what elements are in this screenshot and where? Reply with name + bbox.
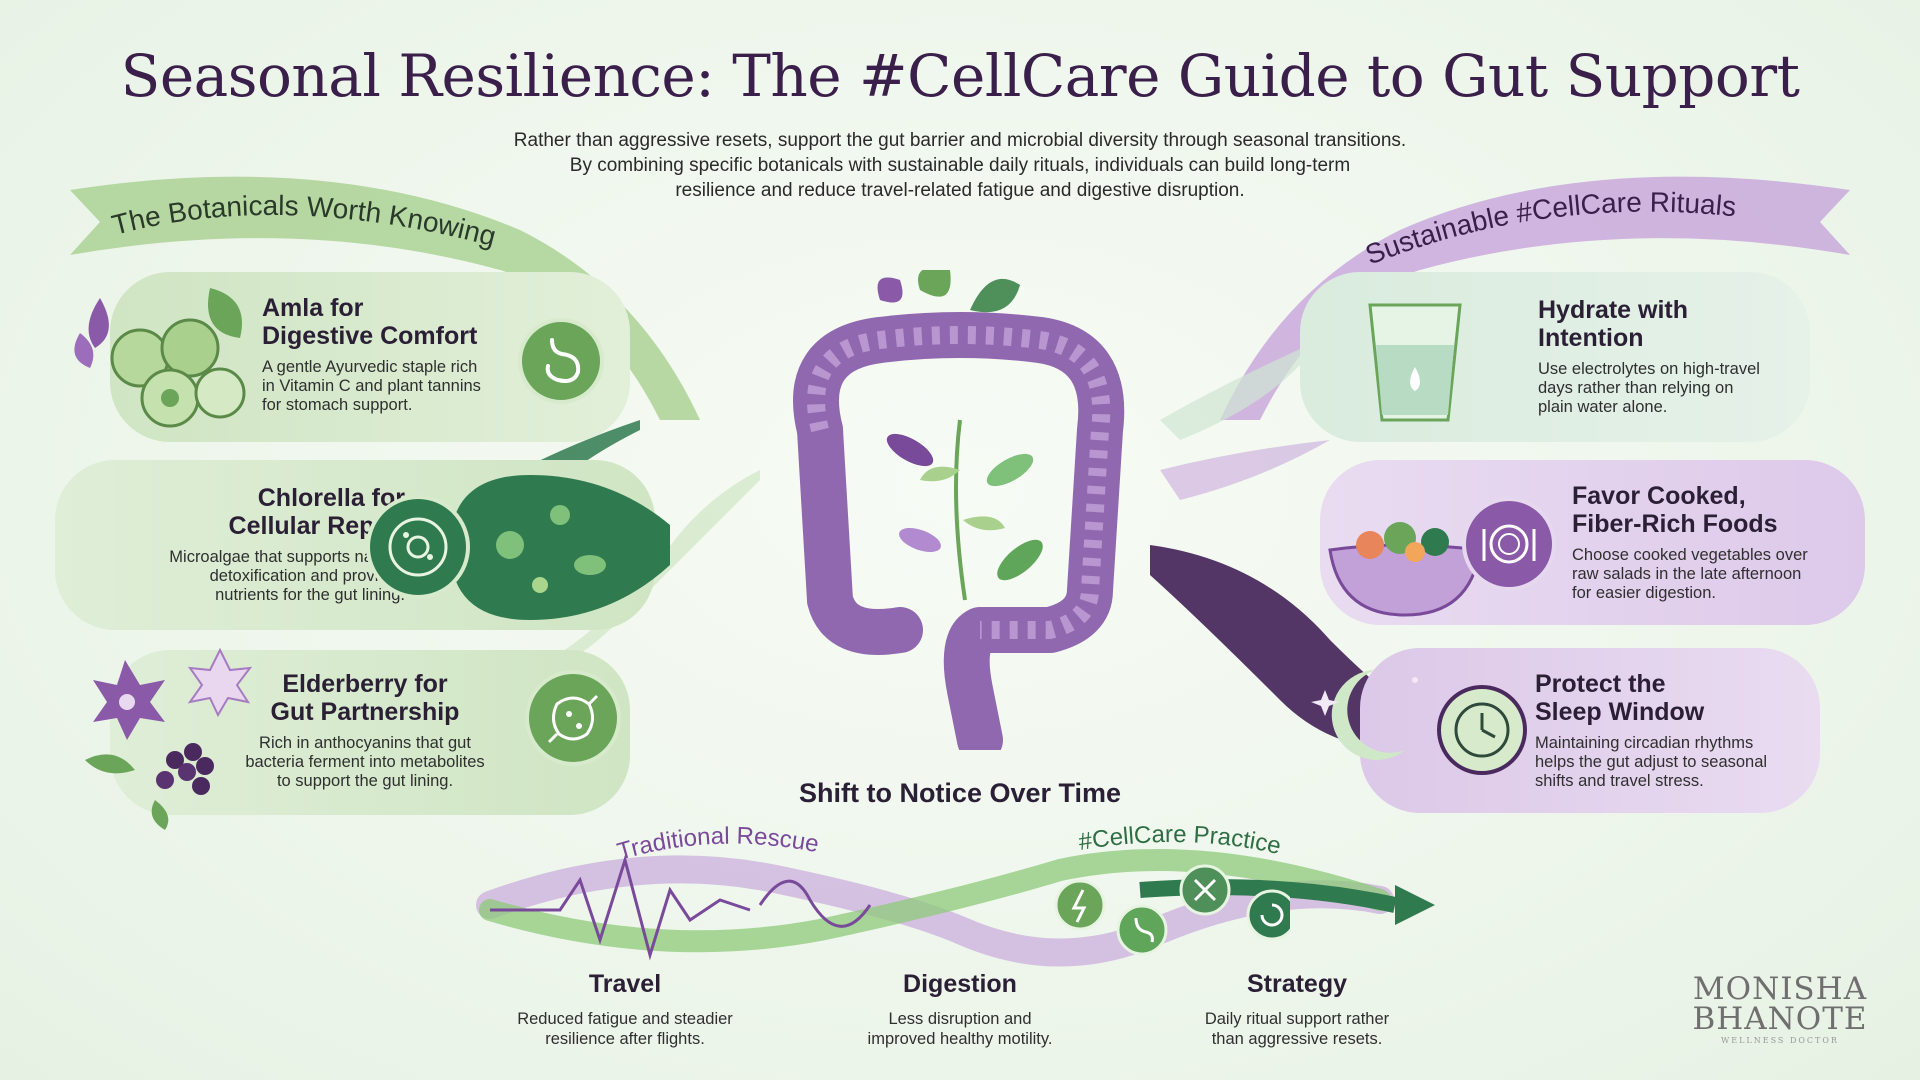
sleep-desc-1: Maintaining circadian rhythms xyxy=(1535,734,1754,752)
intro-line-1: Rather than aggressive resets, support t… xyxy=(513,130,1407,151)
microbe-icon xyxy=(525,670,621,766)
sleep-desc-2: helps the gut adjust to seasonal xyxy=(1535,753,1768,771)
sleep-desc-3: shifts and travel stress. xyxy=(1535,772,1704,790)
elderberry-illustration xyxy=(85,647,253,830)
traditional-rescue-label: Traditional Rescue xyxy=(614,823,821,866)
cooked-desc-2: raw salads in the late afternoon xyxy=(1572,565,1802,583)
right-banner: Sustainable #CellCare Rituals xyxy=(1361,187,1738,271)
outcome-travel-desc-1: Reduced fatigue and steadier xyxy=(517,1010,733,1028)
plate-icon xyxy=(1462,497,1556,591)
svg-text:The Botanicals Worth Knowing: The Botanicals Worth Knowing xyxy=(109,190,499,252)
page-title: Seasonal Resilience: The #CellCare Guide… xyxy=(120,42,1800,110)
brand-logo: MONISHA BHANOTE WELLNESS DOCTOR xyxy=(1690,971,1870,1046)
intro-text: Rather than aggressive resets, support t… xyxy=(420,128,1500,203)
clock-icon xyxy=(1437,685,1527,775)
hydrate-title-1: Hydrate with xyxy=(1538,296,1689,324)
outcome-strategy-title: Strategy xyxy=(1246,970,1348,998)
amla-desc-1: A gentle Ayurvedic staple rich xyxy=(262,358,478,376)
outcome-digestion: Digestion Less disruption and improved he… xyxy=(810,970,1110,1049)
chlorella-title-1: Chlorella for xyxy=(257,484,405,512)
outcome-strategy: Strategy Daily ritual support rather than… xyxy=(1147,970,1447,1049)
svg-text:Traditional Rescue: Traditional Rescue xyxy=(614,823,821,866)
outcome-digestion-title: Digestion xyxy=(903,970,1017,998)
outcome-travel-desc-2: resilience after flights. xyxy=(545,1030,705,1048)
elderberry-title-2: Gut Partnership xyxy=(270,698,460,726)
logo-line-2: BHANOTE xyxy=(1692,1001,1868,1037)
outcome-digestion-desc-2: improved healthy motility. xyxy=(867,1030,1053,1048)
cellcare-practice-label: #CellCare Practice xyxy=(1077,821,1284,860)
cell-icon xyxy=(366,495,470,599)
gut-illustration xyxy=(793,270,1125,750)
outcome-travel: Travel Reduced fatigue and steadier resil… xyxy=(475,970,775,1049)
cooked-title-2: Fiber-Rich Foods xyxy=(1572,510,1778,538)
chlorella-desc-3: nutrients for the gut lining. xyxy=(215,586,405,604)
amla-title-2: Digestive Comfort xyxy=(262,322,478,350)
logo-line-3: WELLNESS DOCTOR xyxy=(1721,1036,1839,1045)
practice-icons xyxy=(1054,864,1290,956)
logo-line-1: MONISHA xyxy=(1692,971,1868,1007)
elderberry-desc-3: to support the gut lining. xyxy=(276,772,454,790)
shift-title: Shift to Notice Over Time xyxy=(798,778,1122,808)
svg-text:#CellCare Practice: #CellCare Practice xyxy=(1077,821,1284,860)
right-banner-text: Sustainable #CellCare Rituals xyxy=(1361,187,1738,271)
chlorella-desc-2: detoxification and provides xyxy=(209,567,405,585)
left-banner: The Botanicals Worth Knowing xyxy=(109,190,499,252)
outcome-strategy-desc-2: than aggressive resets. xyxy=(1211,1030,1383,1048)
outcome-digestion-desc-1: Less disruption and xyxy=(888,1010,1032,1028)
amla-fruit-illustration xyxy=(74,288,246,428)
hydrate-desc-1: Use electrolytes on high-travel xyxy=(1538,360,1760,378)
cooked-desc-1: Choose cooked vegetables over xyxy=(1572,546,1808,564)
elderberry-desc-2: bacteria ferment into metabolites xyxy=(245,753,485,771)
cooked-title-1: Favor Cooked, xyxy=(1572,482,1746,510)
chlorella-desc-1: Microalgae that supports natural xyxy=(169,548,405,566)
outcome-strategy-desc-1: Daily ritual support rather xyxy=(1204,1010,1390,1028)
hydrate-desc-2: days rather than relying on xyxy=(1538,379,1734,397)
svg-text:Sustainable #CellCare Rituals: Sustainable #CellCare Rituals xyxy=(1361,187,1738,271)
cooked-desc-3: for easier digestion. xyxy=(1572,584,1716,602)
hydrate-title-2: Intention xyxy=(1538,324,1644,352)
left-banner-text: The Botanicals Worth Knowing xyxy=(109,190,499,252)
chlorella-algae-illustration xyxy=(450,475,670,620)
intro-line-3: resilience and reduce travel-related fat… xyxy=(675,180,1245,201)
vegetable-bowl-illustration xyxy=(1328,522,1482,617)
sleep-title-1: Protect the xyxy=(1535,670,1666,698)
elderberry-title-1: Elderberry for xyxy=(282,670,448,698)
amla-title-1: Amla for xyxy=(262,294,364,322)
stomach-icon xyxy=(518,318,604,404)
amla-desc-2: in Vitamin C and plant tannins xyxy=(262,377,481,395)
outcome-travel-title: Travel xyxy=(588,970,662,998)
moon-stars-illustration xyxy=(1311,670,1418,760)
shift-labels: Traditional Rescue #CellCare Practice xyxy=(614,821,1284,866)
elderberry-desc-1: Rich in anthocyanins that gut xyxy=(259,734,471,752)
amla-desc-3: for stomach support. xyxy=(262,396,413,414)
hydrate-desc-3: plain water alone. xyxy=(1538,398,1668,416)
water-glass-icon xyxy=(1368,303,1462,422)
sleep-title-2: Sleep Window xyxy=(1535,698,1705,726)
intro-line-2: By combining specific botanicals with su… xyxy=(569,155,1351,176)
